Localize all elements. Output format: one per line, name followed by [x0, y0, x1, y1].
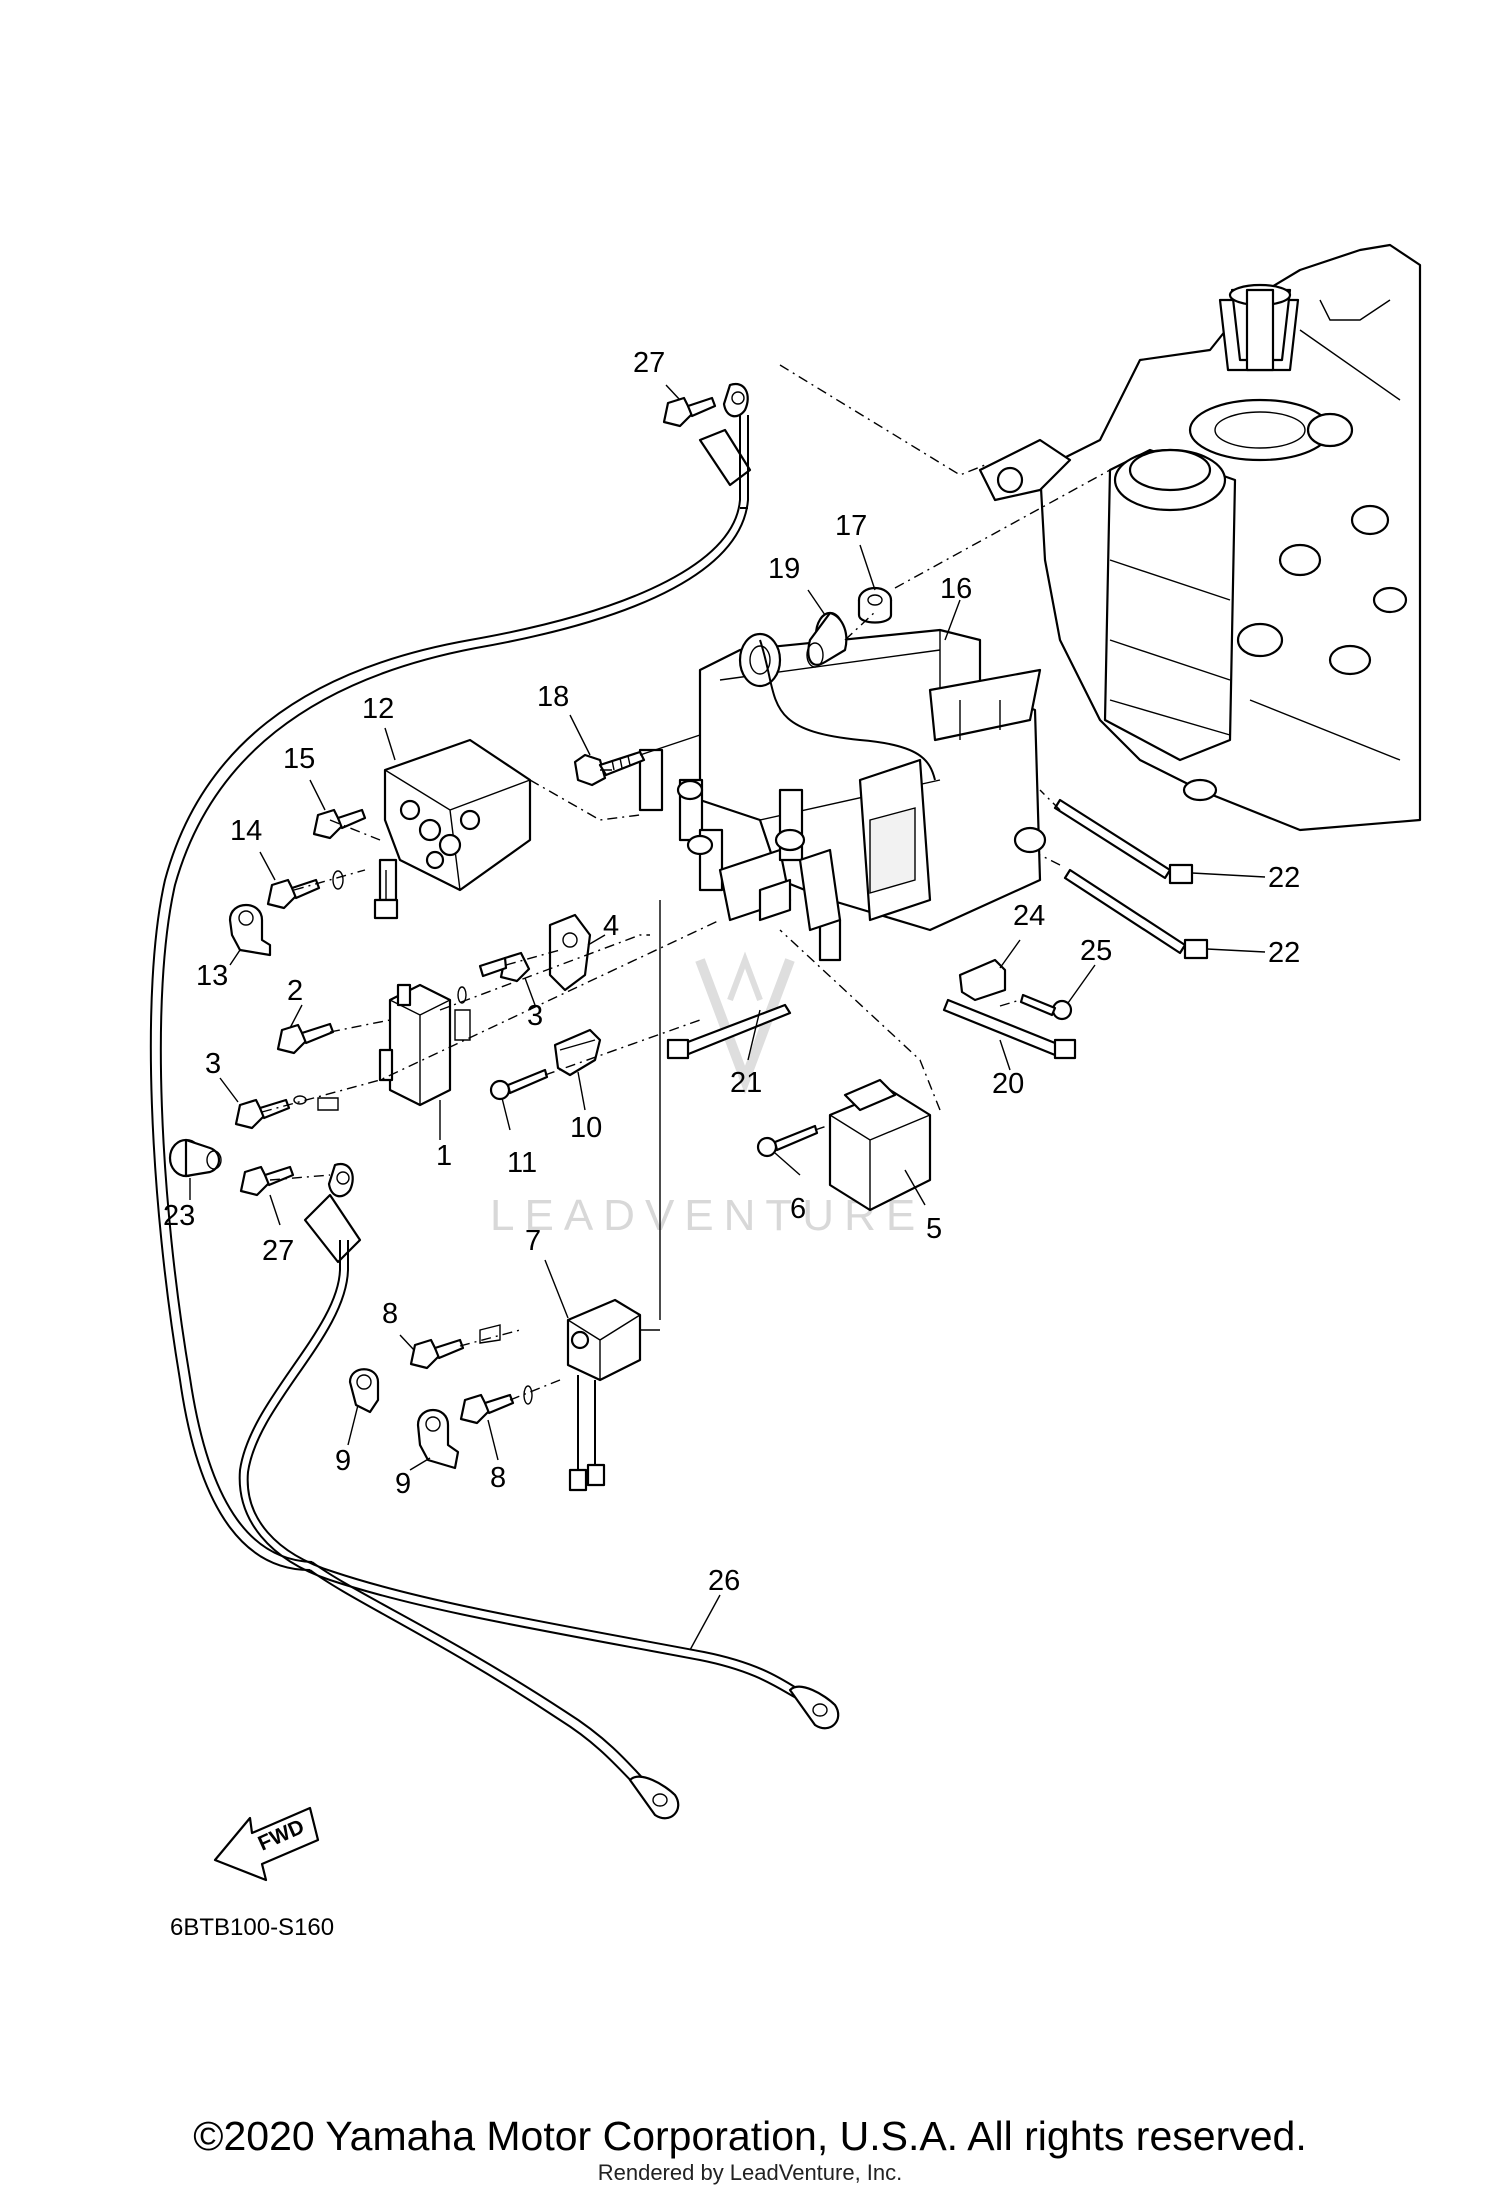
callout-8-lower: 8 [490, 1462, 506, 1494]
part-9-clamp-upper [348, 1368, 380, 1414]
part-19-grommet [806, 611, 848, 668]
callout-3-lower: 3 [205, 1048, 221, 1080]
part-22-cable-tie-upper [1053, 798, 1194, 885]
battery-cable-26 [238, 1162, 840, 1820]
callout-11: 11 [507, 1147, 537, 1179]
callout-21: 21 [730, 1067, 762, 1099]
callout-14: 14 [230, 815, 262, 847]
part-3-bolt-upper [478, 951, 531, 983]
callout-27-lower: 27 [262, 1235, 294, 1267]
callout-20: 20 [992, 1068, 1024, 1100]
callout-9-upper: 9 [335, 1445, 351, 1477]
callout-15: 15 [283, 743, 315, 775]
part-2-bolt [276, 1022, 335, 1055]
part-8-bolt-upper [409, 1338, 465, 1370]
callout-7: 7 [525, 1225, 541, 1257]
callout-24: 24 [1013, 900, 1045, 932]
reference-lines [261, 364, 1111, 1401]
part-11-screw [489, 1068, 549, 1101]
callout-16: 16 [940, 573, 972, 605]
part-5-relay [828, 1078, 932, 1212]
diagram-code: 6BTB100-S160 [170, 1914, 334, 1941]
part-1-holder [378, 983, 452, 1107]
callout-13: 13 [196, 960, 228, 992]
callout-18: 18 [537, 681, 569, 713]
part-14-bolt [266, 878, 321, 910]
callout-22-upper: 22 [1268, 862, 1300, 894]
callout-27: 27 [633, 347, 665, 379]
part-17-collar [857, 586, 893, 624]
part-21-cable-tie [666, 1003, 792, 1060]
part-10-clip [553, 1028, 602, 1077]
part-9-clamp-lower [416, 1409, 460, 1470]
callout-2: 2 [287, 975, 303, 1007]
copyright-notice: ©2020 Yamaha Motor Corporation, U.S.A. A… [193, 2113, 1307, 2159]
watermark: LEADVENTURE [490, 951, 925, 1240]
part-20-cable-tie [942, 998, 1077, 1060]
part-23-cap [168, 1138, 222, 1178]
part-3-bolt-lower [234, 1098, 291, 1130]
part-15-bolt [312, 808, 367, 840]
callout-5: 5 [926, 1213, 942, 1245]
part-8-bolt-lower [459, 1393, 515, 1425]
callout-9-lower: 9 [395, 1468, 411, 1500]
callout-17: 17 [835, 510, 867, 542]
part-6-screw [756, 1124, 819, 1158]
callouts: 27 17 19 16 18 12 15 14 13 22 22 4 24 25… [163, 347, 1300, 1597]
callout-19: 19 [768, 553, 800, 585]
part-22-cable-tie-lower [1063, 868, 1209, 960]
callout-8-upper: 8 [382, 1298, 398, 1330]
part-7-starter-relay [566, 1298, 642, 1492]
callout-10: 10 [570, 1112, 602, 1144]
battery-cable-27 [149, 382, 752, 1571]
part-27-bolt-upper [662, 396, 717, 428]
part-18-bolt [573, 750, 646, 787]
callout-22-lower: 22 [1268, 937, 1300, 969]
part-27-bolt-lower [239, 1165, 295, 1197]
callout-6: 6 [790, 1193, 806, 1225]
part-4-connector [548, 913, 592, 992]
part-13-clamp [228, 904, 272, 957]
callout-4: 4 [603, 910, 619, 942]
leader-lines [189, 384, 1266, 1651]
part-24-clamp [958, 958, 1007, 1002]
callout-12: 12 [362, 693, 394, 725]
watermark-text: LEADVENTURE [490, 1191, 925, 1240]
part-12-regulator [373, 738, 532, 920]
engine-block [978, 243, 1422, 832]
callout-25: 25 [1080, 935, 1112, 967]
rendered-by: Rendered by LeadVenture, Inc. [597, 2160, 903, 2185]
callout-23: 23 [163, 1200, 195, 1232]
callout-1: 1 [436, 1140, 452, 1172]
callout-3-upper: 3 [527, 1000, 543, 1032]
part-25-screw [1019, 993, 1073, 1021]
bracket-assembly [638, 628, 1047, 962]
fwd-arrow: FWD [213, 1806, 320, 1882]
callout-26: 26 [708, 1565, 740, 1597]
